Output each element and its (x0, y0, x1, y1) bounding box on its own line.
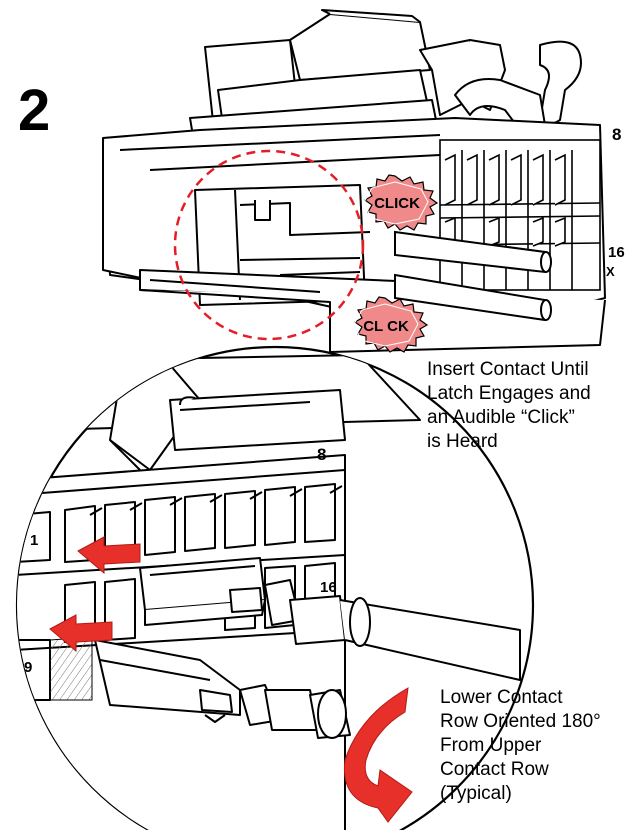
click-burst-lower: CL CK (353, 296, 429, 353)
click-label-lower: CL CK (363, 318, 409, 335)
click-label-upper: CLICK (374, 195, 420, 212)
cavity-number-16: 16 (608, 244, 625, 261)
note-orientation-line: (Typical) (440, 783, 512, 804)
note-orientation-line: Row Oriented 180° (440, 711, 601, 732)
note-insert-line: an Audible “Click” (427, 407, 575, 428)
cavity-mark: X (606, 264, 615, 279)
cavity-number-8: 8 (612, 125, 621, 144)
note-insert-line: is Heard (427, 431, 498, 452)
click-burst-upper: CLICK (363, 174, 439, 231)
cavity-number-9: 9 (24, 659, 32, 676)
contact-pins-upper (394, 230, 552, 322)
cavity-number-1: 1 (30, 532, 38, 549)
detail-cavity-number-16: 16 (320, 579, 337, 596)
note-insert-contact: Insert Contact Until Latch Engages and a… (427, 358, 591, 454)
note-orientation-line: Contact Row (440, 759, 549, 780)
note-insert-line: Latch Engages and (427, 383, 591, 404)
note-insert-line: Insert Contact Until (427, 359, 589, 380)
note-contact-orientation: Lower Contact Row Oriented 180° From Upp… (440, 686, 601, 806)
detail-zoom: 1 9 8 16 (15, 345, 535, 835)
detail-cavity-number-8: 8 (317, 445, 326, 464)
insert-arrow-lower-icon (49, 614, 113, 653)
step-number: 2 (18, 78, 51, 143)
note-orientation-line: From Upper (440, 735, 542, 756)
note-orientation-line: Lower Contact (440, 687, 563, 708)
magnify-callout-circle (173, 149, 365, 341)
rotate-180-arrow-icon (343, 687, 413, 823)
insert-arrow-upper-icon (77, 536, 141, 575)
